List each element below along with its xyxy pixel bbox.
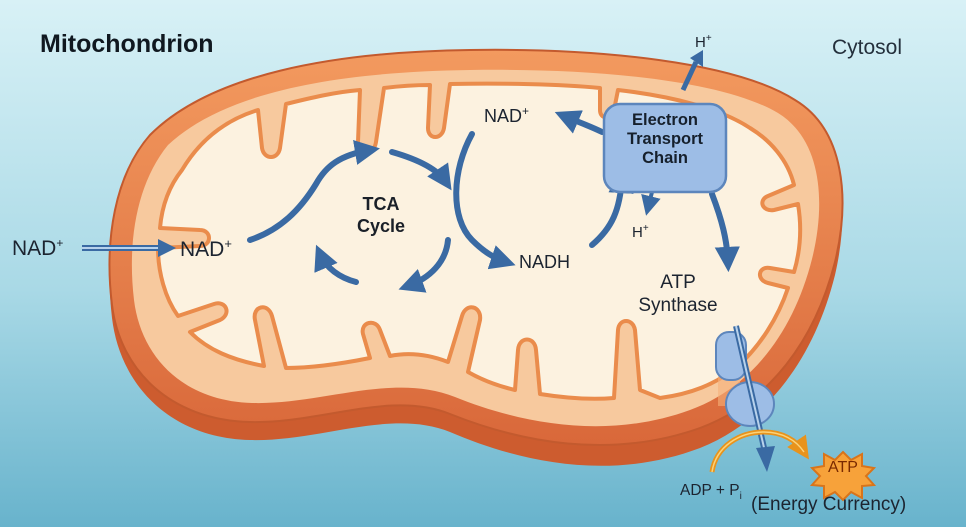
diagram-title: Mitochondrion	[40, 30, 214, 58]
h-plus-top-label: H+	[695, 33, 712, 51]
nad-top-label: NAD+	[484, 104, 530, 126]
etc-box	[602, 102, 728, 194]
nad-outside-label: NAD+	[12, 236, 64, 260]
h-plus-inner-label: H+	[632, 223, 649, 241]
atp-burst-icon	[809, 450, 877, 502]
nad-to-nadh-arrow	[453, 131, 516, 270]
tca-cycle-arrows	[247, 140, 452, 293]
nad-inside-label: NAD+	[180, 236, 232, 261]
tca-arrow-bottom	[314, 244, 359, 285]
energy-currency-label: (Energy Currency)	[751, 494, 907, 515]
h-plus-up-arrow	[680, 50, 703, 92]
etc-to-atp-synthase-arrow	[709, 191, 740, 273]
nad-inflow-arrow	[82, 239, 176, 257]
tca-arrow-left-feed	[247, 140, 380, 243]
etc-to-nad-arrow	[554, 110, 605, 135]
tca-arrow-top	[389, 149, 452, 191]
adp-pi-label: ADP + Pi	[680, 482, 742, 503]
cytosol-label: Cytosol	[832, 36, 903, 59]
adp-to-atp-arrow-highlight	[711, 431, 805, 473]
atp-product-label: ATP	[828, 459, 858, 476]
tca-arrow-right	[398, 237, 451, 293]
nadh-label: NADH	[519, 252, 571, 272]
